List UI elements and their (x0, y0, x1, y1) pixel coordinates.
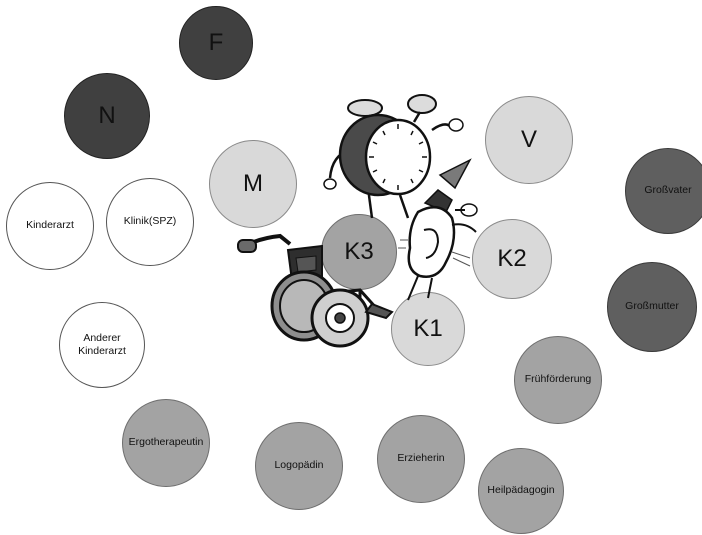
node-grossvater: Großvater (625, 148, 702, 234)
node-anderer-kinderarzt: Anderer Kinderarzt (59, 302, 145, 388)
node-kinderarzt: Kinderarzt (6, 182, 94, 270)
node-k3-label: K3 (344, 238, 374, 265)
node-klinik-label: Klinik(SPZ) (123, 215, 177, 228)
node-n: N (64, 73, 150, 159)
node-kinderarzt-label: Kinderarzt (26, 219, 74, 232)
node-erzieherin-label: Erzieherin (397, 452, 445, 465)
node-grossvater-label: Großvater (644, 184, 692, 197)
node-n-label: N (98, 102, 116, 129)
node-m-label: M (243, 170, 263, 197)
node-f-label: F (208, 29, 224, 56)
node-anderer-kinderarzt-label: Anderer Kinderarzt (78, 331, 126, 357)
node-heilpaedagogin: Heilpädagogin (478, 448, 564, 534)
node-v: V (485, 96, 573, 184)
node-fruehfoerderung: Frühförderung (514, 336, 602, 424)
node-grossmutter-label: Großmutter (625, 300, 679, 313)
node-heilpaedagogin-label: Heilpädagogin (487, 484, 555, 497)
node-logopaedin: Logopädin (255, 422, 343, 510)
node-k1: K1 (391, 292, 465, 366)
wheelchair-icon (237, 233, 394, 348)
ear-icon (398, 158, 478, 301)
node-ergotherapeutin-label: Ergotherapeutin (128, 436, 204, 449)
node-k1-label: K1 (413, 315, 443, 342)
node-k2-label: K2 (497, 245, 527, 272)
alarm-clock-icon (323, 94, 464, 219)
node-v-label: V (520, 126, 537, 153)
node-ergotherapeutin: Ergotherapeutin (122, 399, 210, 487)
node-erzieherin: Erzieherin (377, 415, 465, 503)
node-k3-label-wrap: K3 (321, 214, 397, 290)
node-m: M (209, 140, 297, 228)
node-k2: K2 (472, 219, 552, 299)
node-f: F (179, 6, 253, 80)
node-logopaedin-label: Logopädin (274, 459, 324, 472)
node-grossmutter: Großmutter (607, 262, 697, 352)
node-k3 (321, 214, 397, 290)
node-fruehfoerderung-label: Frühförderung (524, 373, 592, 386)
node-klinik: Klinik(SPZ) (106, 178, 194, 266)
